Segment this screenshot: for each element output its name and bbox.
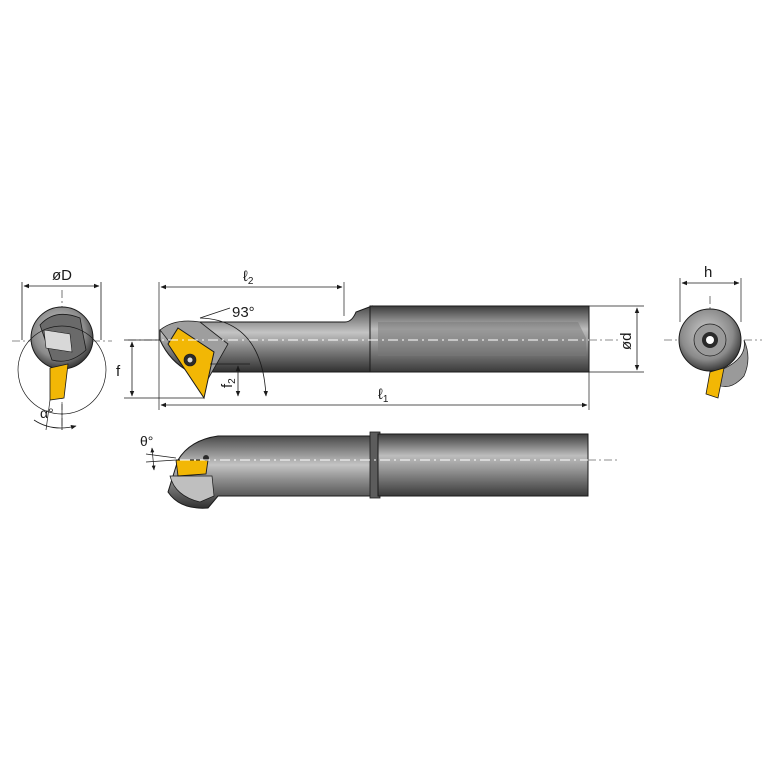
alpha-arc [33, 419, 77, 430]
label-93: 93° [232, 304, 255, 321]
front-insert [49, 363, 69, 401]
side-neck [167, 435, 376, 509]
label-l2: ℓ2 [243, 268, 254, 287]
label-D: øD [52, 267, 72, 284]
label-d: ød [618, 332, 635, 350]
label-f: f [116, 363, 121, 380]
label-alpha: α° [40, 405, 54, 421]
rear-end-view: h [664, 264, 762, 399]
top-view: ℓ2 93° f f2 ℓ1 ød [116, 268, 644, 410]
top-flat [378, 322, 586, 356]
label-f2: f2 [219, 378, 238, 388]
side-view: θ° [140, 431, 620, 509]
theta-arc [150, 447, 156, 471]
rear-insert [705, 367, 725, 399]
side-insert [175, 459, 209, 477]
label-theta: θ° [140, 433, 153, 449]
side-shank [377, 433, 589, 497]
front-end-view: øD α° [12, 267, 112, 431]
label-h: h [704, 264, 712, 281]
angle-93-arc [199, 317, 268, 397]
label-l1: ℓ1 [378, 386, 389, 405]
